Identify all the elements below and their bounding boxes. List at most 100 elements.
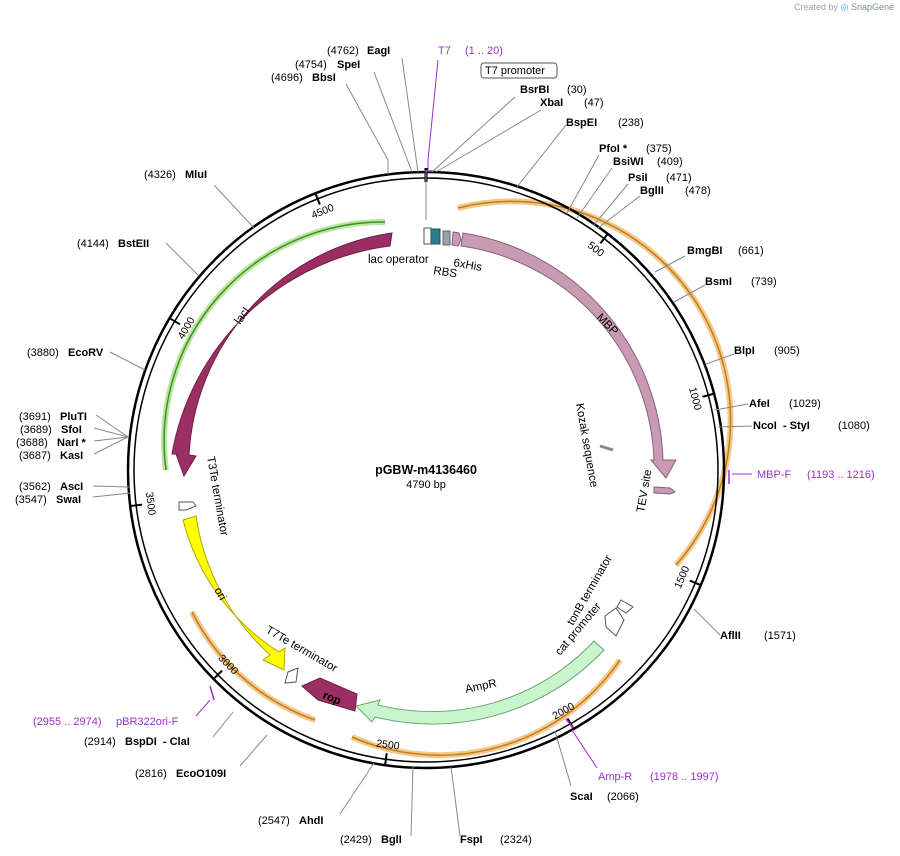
site-bsiwi-num: (409) bbox=[657, 156, 683, 168]
tick-label: 2500 bbox=[375, 738, 400, 753]
pfoi-leader bbox=[566, 154, 600, 214]
t3te-feature bbox=[178, 501, 197, 511]
site-sfoi-name: SfoI bbox=[61, 424, 82, 436]
site-aflii-name: AflII bbox=[720, 630, 741, 642]
laci-orf-arc bbox=[161, 218, 386, 471]
site-spei-num: (4754) bbox=[295, 59, 327, 71]
site-bsmi-name: BsmI bbox=[705, 276, 732, 288]
ori-f-primer-bar bbox=[209, 685, 215, 701]
site-ecorv-name: EcoRV bbox=[68, 347, 104, 359]
site-bgli-num: (2429) bbox=[340, 834, 372, 846]
site-afei-num: (1029) bbox=[789, 398, 821, 410]
mbp-orf-arc-core bbox=[457, 200, 732, 566]
his-feature bbox=[451, 231, 462, 247]
sfoi-leader bbox=[93, 427, 129, 438]
bmgbi-leader bbox=[654, 255, 686, 273]
site-ahdi-num: (2547) bbox=[258, 815, 290, 827]
credit-prefix: Created by bbox=[794, 2, 839, 12]
primer-ampr-range: (1978 .. 1997) bbox=[650, 771, 719, 783]
ampr-label: AmpR bbox=[464, 678, 498, 696]
kozak-feature bbox=[599, 444, 614, 452]
site-ecorv-num: (3880) bbox=[27, 347, 59, 359]
site-ahdi-name: AhdI bbox=[299, 815, 323, 827]
ahdi-leader bbox=[339, 762, 375, 815]
feature-labels: lac operator RBS 6xHis MBP Kozak sequenc… bbox=[204, 62, 655, 708]
psii-leader bbox=[593, 183, 629, 226]
site-bstenii-num: (4144) bbox=[77, 238, 109, 250]
site-bsrbi-num: (30) bbox=[567, 84, 587, 96]
site-kasi-num: (3687) bbox=[19, 450, 51, 462]
amp-r-primer-bar bbox=[565, 718, 574, 729]
bbsi-leader bbox=[345, 83, 389, 174]
site-bgli-name: BglI bbox=[381, 834, 402, 846]
t7-promoter-label: T7 promoter bbox=[485, 65, 545, 77]
bsmi-leader bbox=[673, 284, 706, 303]
site-asci-name: AscI bbox=[60, 481, 83, 493]
asci-leader bbox=[92, 485, 131, 488]
kozak-label: Kozak sequence bbox=[573, 402, 600, 488]
primer-labels: T7 (1 .. 20) MBP-F (1193 .. 1216) Amp-R … bbox=[33, 45, 875, 783]
rbs-label: RBS bbox=[433, 265, 458, 280]
site-fspi-num: (2324) bbox=[500, 834, 532, 846]
site-ecoo109i-num: (2816) bbox=[135, 768, 167, 780]
site-aflii-num: (1571) bbox=[764, 630, 796, 642]
site-fspi-name: FspI bbox=[460, 834, 483, 846]
primer-ori-name: pBR322ori-F bbox=[116, 716, 179, 728]
lac-operator-label: lac operator bbox=[368, 254, 429, 266]
lac-operator-box bbox=[430, 228, 441, 245]
orf-outlines bbox=[161, 198, 734, 759]
site-bmgbi-num: (661) bbox=[738, 245, 764, 257]
primer-mbpf-range: (1193 .. 1216) bbox=[807, 469, 875, 481]
site-ecoo109i-name: EcoO109I bbox=[176, 768, 226, 780]
lac-operator-feature bbox=[423, 227, 432, 245]
site-bsmi-num: (739) bbox=[751, 276, 777, 288]
tick-label: 1500 bbox=[672, 564, 692, 590]
ecorv-leader bbox=[109, 351, 146, 371]
site-labels: (4762) EagI (4754) SpeI (4696) BbsI BsrB… bbox=[15, 45, 870, 846]
ori-f-leader bbox=[195, 699, 211, 717]
fspi-leader bbox=[450, 766, 461, 837]
site-scai-name: ScaI bbox=[570, 791, 593, 803]
site-blpi-name: BlpI bbox=[734, 345, 755, 357]
site-bsiwi-name: BsiWI bbox=[613, 156, 644, 168]
scai-leader bbox=[554, 730, 572, 787]
ampr-orf-arc-core bbox=[351, 659, 621, 756]
ecoo109i-leader bbox=[239, 734, 268, 767]
site-psii-name: PsiI bbox=[628, 172, 648, 184]
site-bbsi-name: BbsI bbox=[312, 72, 336, 84]
site-nari-name: NarI * bbox=[57, 437, 86, 449]
blpi-leader bbox=[705, 353, 735, 365]
mbp-feature bbox=[460, 232, 677, 479]
snapgene-credit: Created by ◎ SnapGene bbox=[794, 2, 894, 13]
tick-label: 500 bbox=[585, 239, 606, 259]
bspdi-leader bbox=[212, 711, 234, 738]
site-ncoi-num: (1080) bbox=[838, 420, 870, 432]
site-bspdi-num: (2914) bbox=[84, 736, 116, 748]
site-bspdi-name: BspDI - ClaI bbox=[125, 736, 190, 748]
t3te-label: T3Te terminator bbox=[204, 455, 230, 537]
primer-t7-name: T7 bbox=[438, 45, 451, 57]
rop-feature bbox=[301, 677, 358, 712]
site-pfoi-num: (375) bbox=[646, 143, 672, 155]
plasmid-length: 4790 bp bbox=[406, 479, 446, 491]
bglii-leader bbox=[597, 195, 641, 229]
primer-marks bbox=[209, 170, 730, 729]
t7te-feature bbox=[284, 667, 299, 684]
site-afei-name: AfeI bbox=[749, 398, 770, 410]
primer-t7-range: (1 .. 20) bbox=[465, 45, 503, 57]
site-sfoi-num: (3689) bbox=[20, 424, 52, 436]
site-bspei-name: BspEI bbox=[566, 117, 597, 129]
site-bsrbi-name: BsrBI bbox=[520, 84, 549, 96]
site-bstenii-name: BstEII bbox=[118, 238, 149, 250]
tev-feature bbox=[653, 486, 676, 495]
site-pluti-name: PluTI bbox=[60, 411, 87, 423]
site-nari-num: (3688) bbox=[16, 437, 48, 449]
bspei-leader bbox=[516, 124, 567, 188]
swai-leader bbox=[92, 492, 131, 498]
afei-leader bbox=[714, 403, 749, 411]
site-ncoi-name: NcoI - StyI bbox=[753, 420, 810, 432]
site-blpi-num: (905) bbox=[774, 345, 800, 357]
bgli-leader bbox=[410, 766, 414, 837]
tick-mark bbox=[384, 753, 388, 766]
tick-mark bbox=[702, 392, 715, 398]
